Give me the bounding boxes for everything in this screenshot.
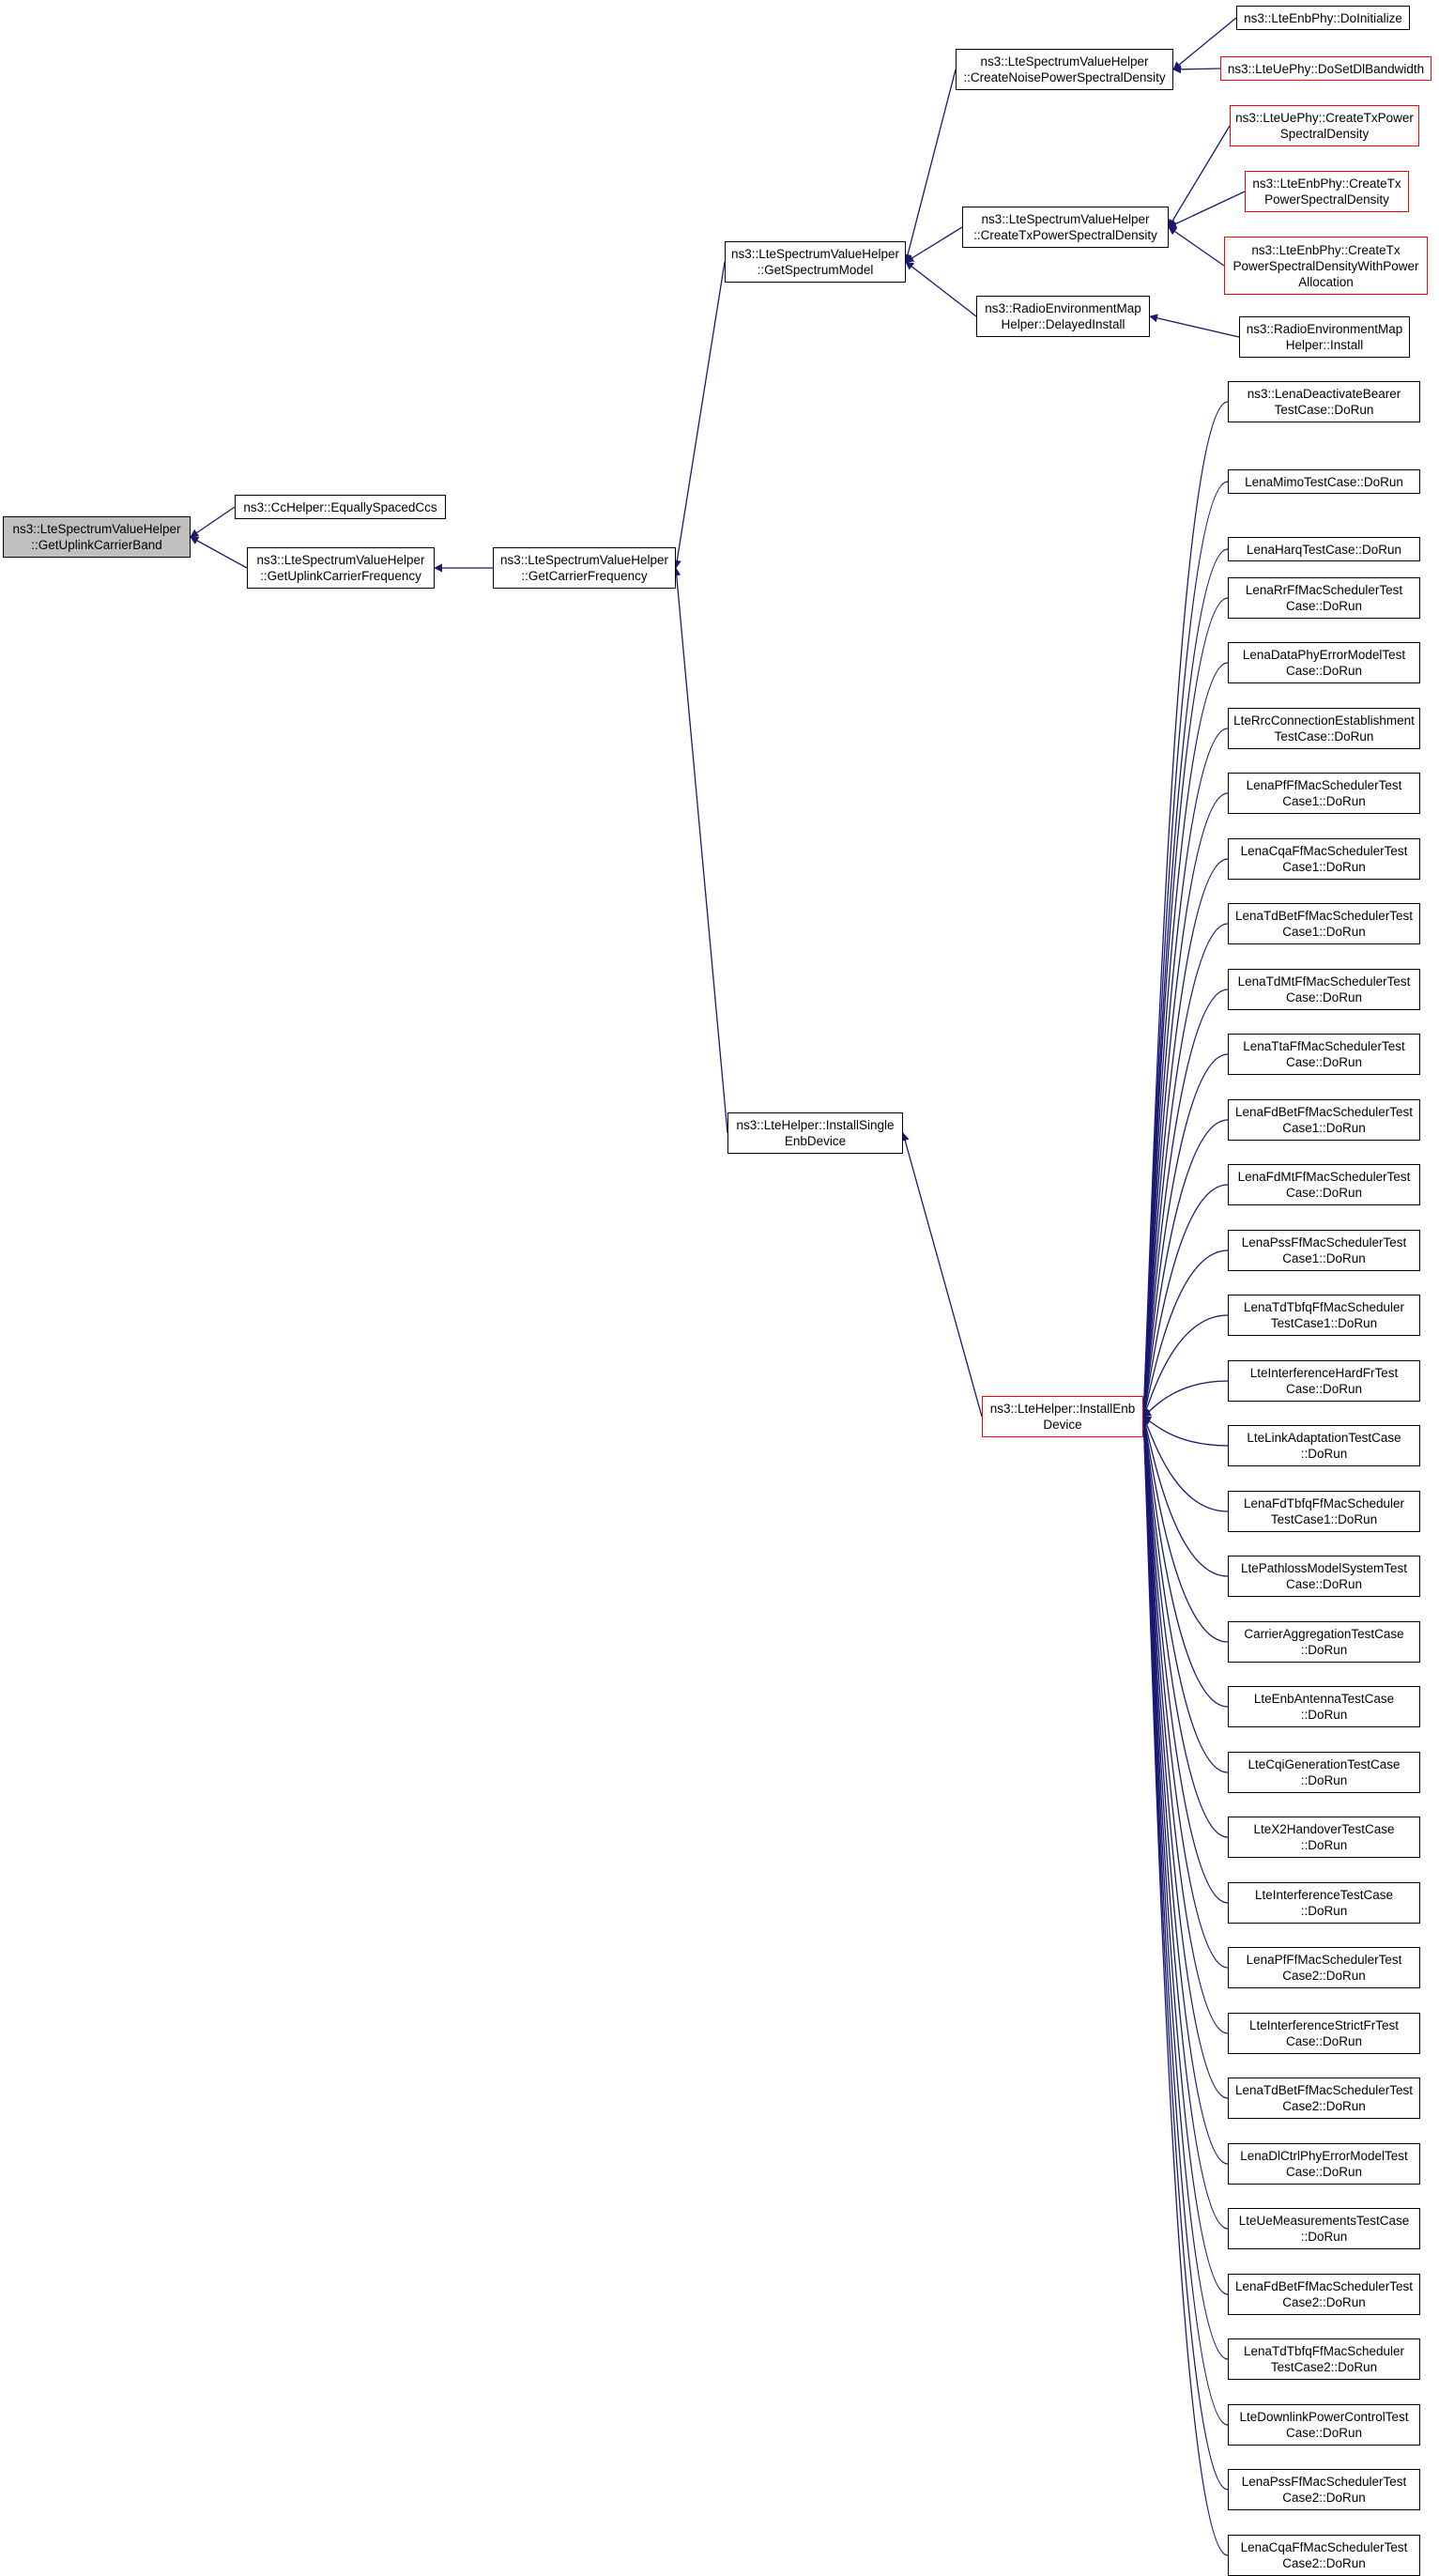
- node-t32[interactable]: LenaPssFfMacSchedulerTest Case2::DoRun: [1228, 2469, 1420, 2510]
- edge-t12-to-n15: [1140, 1184, 1229, 1418]
- node-t26[interactable]: LenaTdBetFfMacSchedulerTest Case2::DoRun: [1228, 2078, 1420, 2119]
- edge-t15-to-n15: [1142, 1380, 1229, 1418]
- edge-n5-to-n4: [903, 69, 957, 263]
- node-t30[interactable]: LenaTdTbfqFfMacScheduler TestCase2::DoRu…: [1228, 2338, 1420, 2380]
- edge-t9-to-n15: [1140, 989, 1229, 1418]
- node-t33[interactable]: LenaCqaFfMacSchedulerTest Case2::DoRun: [1228, 2535, 1420, 2576]
- node-t4[interactable]: LenaDataPhyErrorModelTest Case::DoRun: [1228, 642, 1420, 683]
- node-t6[interactable]: LenaPfFfMacSchedulerTest Case1::DoRun: [1228, 773, 1420, 814]
- node-t9[interactable]: LenaTdMtFfMacSchedulerTest Case::DoRun: [1228, 969, 1420, 1010]
- node-t29[interactable]: LenaFdBetFfMacSchedulerTest Case2::DoRun: [1228, 2274, 1420, 2315]
- edge-t20-to-n15: [1140, 1416, 1229, 1708]
- node-n5[interactable]: ns3::LteSpectrumValueHelper ::CreateNois…: [956, 49, 1173, 90]
- node-n9[interactable]: ns3::LteUePhy::CreateTxPower SpectralDen…: [1230, 105, 1419, 146]
- node-t25[interactable]: LteInterferenceStrictFrTest Case::DoRun: [1228, 2013, 1420, 2054]
- node-t10[interactable]: LenaTtaFfMacSchedulerTest Case::DoRun: [1228, 1034, 1420, 1075]
- node-t28[interactable]: LteUeMeasurementsTestCase ::DoRun: [1228, 2208, 1420, 2249]
- node-t21[interactable]: LteCqiGenerationTestCase ::DoRun: [1228, 1752, 1420, 1793]
- node-t13[interactable]: LenaPssFfMacSchedulerTest Case1::DoRun: [1228, 1230, 1420, 1271]
- node-t5[interactable]: LteRrcConnectionEstablishment TestCase::…: [1228, 708, 1420, 749]
- node-n11[interactable]: ns3::LteEnbPhy::CreateTx PowerSpectralDe…: [1224, 237, 1428, 295]
- node-n1[interactable]: ns3::CcHelper::EquallySpacedCcs: [235, 495, 446, 519]
- node-n0: ns3::LteSpectrumValueHelper ::GetUplinkC…: [3, 516, 191, 558]
- node-n8[interactable]: ns3::LteSpectrumValueHelper ::CreateTxPo…: [962, 207, 1169, 248]
- edge-n2-to-n0: [190, 536, 248, 569]
- node-t3[interactable]: LenaRrFfMacSchedulerTest Case::DoRun: [1228, 577, 1420, 619]
- edge-t17-to-n15: [1142, 1416, 1229, 1512]
- edge-t18-to-n15: [1141, 1416, 1229, 1577]
- node-t15[interactable]: LteInterferenceHardFrTest Case::DoRun: [1228, 1360, 1420, 1402]
- node-t19[interactable]: CarrierAggregationTestCase ::DoRun: [1228, 1621, 1420, 1663]
- node-t17[interactable]: LenaFdTbfqFfMacScheduler TestCase1::DoRu…: [1228, 1491, 1420, 1532]
- node-n10[interactable]: ns3::LteEnbPhy::CreateTx PowerSpectralDe…: [1245, 171, 1409, 212]
- edge-n15-to-n14: [900, 1132, 983, 1418]
- node-n7[interactable]: ns3::LteUePhy::DoSetDlBandwidth: [1220, 56, 1431, 81]
- node-n6[interactable]: ns3::LteEnbPhy::DoInitialize: [1236, 6, 1410, 30]
- edge-n9-to-n8: [1168, 125, 1231, 228]
- node-n3[interactable]: ns3::LteSpectrumValueHelper ::GetCarrier…: [493, 547, 676, 589]
- node-t24[interactable]: LenaPfFfMacSchedulerTest Case2::DoRun: [1228, 1947, 1420, 1988]
- node-n14[interactable]: ns3::LteHelper::InstallSingle EnbDevice: [727, 1112, 903, 1154]
- edge-t10-to-n15: [1140, 1053, 1229, 1418]
- node-n2[interactable]: ns3::LteSpectrumValueHelper ::GetUplinkC…: [247, 547, 435, 589]
- edge-n13-to-n12: [1149, 314, 1240, 338]
- node-t1[interactable]: LenaMimoTestCase::DoRun: [1228, 469, 1420, 494]
- node-n12[interactable]: ns3::RadioEnvironmentMap Helper::Delayed…: [976, 296, 1150, 337]
- edge-n1-to-n0: [190, 506, 236, 538]
- edge-n14-to-n3: [672, 567, 728, 1134]
- edge-t11-to-n15: [1140, 1119, 1229, 1418]
- edge-n6-to-n5: [1172, 17, 1237, 70]
- edge-t16-to-n15: [1142, 1416, 1229, 1447]
- edge-t19-to-n15: [1140, 1416, 1229, 1643]
- edge-t13-to-n15: [1141, 1250, 1229, 1418]
- edge-t33-to-n15: [1139, 1416, 1229, 2556]
- node-t18[interactable]: LtePathlossModelSystemTest Case::DoRun: [1228, 1556, 1420, 1597]
- node-n4[interactable]: ns3::LteSpectrumValueHelper ::GetSpectru…: [725, 241, 906, 283]
- edge-n10-to-n8: [1168, 191, 1246, 228]
- edge-t1-to-n15: [1139, 481, 1229, 1418]
- node-n15[interactable]: ns3::LteHelper::InstallEnb Device: [982, 1396, 1143, 1437]
- node-t22[interactable]: LteX2HandoverTestCase ::DoRun: [1228, 1817, 1420, 1858]
- edge-t28-to-n15: [1140, 1416, 1229, 2230]
- node-n13[interactable]: ns3::RadioEnvironmentMap Helper::Install: [1239, 316, 1410, 358]
- node-t23[interactable]: LteInterferenceTestCase ::DoRun: [1228, 1882, 1420, 1924]
- edge-n12-to-n4: [905, 261, 977, 317]
- node-t7[interactable]: LenaCqaFfMacSchedulerTest Case1::DoRun: [1228, 838, 1420, 880]
- node-t11[interactable]: LenaFdBetFfMacSchedulerTest Case1::DoRun: [1228, 1099, 1420, 1141]
- node-t16[interactable]: LteLinkAdaptationTestCase ::DoRun: [1228, 1425, 1420, 1466]
- node-t20[interactable]: LteEnbAntennaTestCase ::DoRun: [1228, 1686, 1420, 1727]
- node-t0[interactable]: ns3::LenaDeactivateBearer TestCase::DoRu…: [1228, 381, 1420, 422]
- node-t12[interactable]: LenaFdMtFfMacSchedulerTest Case::DoRun: [1228, 1164, 1420, 1205]
- node-t31[interactable]: LteDownlinkPowerControlTest Case::DoRun: [1228, 2404, 1420, 2446]
- edge-n11-to-n8: [1168, 226, 1225, 267]
- node-t2[interactable]: LenaHarqTestCase::DoRun: [1228, 537, 1420, 561]
- node-t14[interactable]: LenaTdTbfqFfMacScheduler TestCase1::DoRu…: [1228, 1295, 1420, 1336]
- edge-t14-to-n15: [1142, 1314, 1229, 1418]
- edge-n8-to-n4: [905, 226, 963, 263]
- node-t27[interactable]: LenaDlCtrlPhyErrorModelTest Case::DoRun: [1228, 2143, 1420, 2185]
- edge-n4-to-n3: [672, 261, 726, 569]
- node-t8[interactable]: LenaTdBetFfMacSchedulerTest Case1::DoRun: [1228, 903, 1420, 944]
